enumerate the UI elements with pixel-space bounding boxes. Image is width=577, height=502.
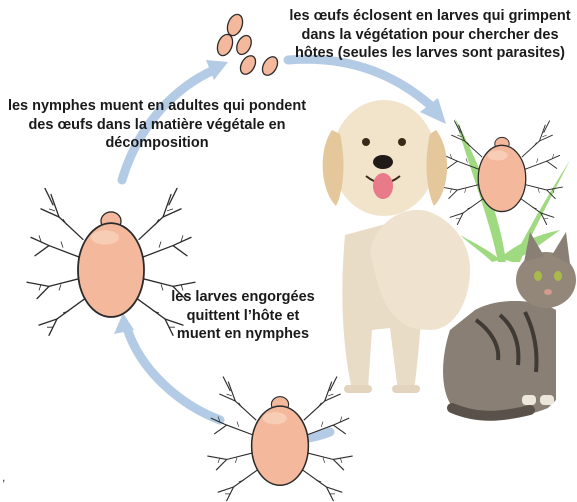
engorged-larva-icon (208, 377, 352, 501)
label-eggs-hatch: les œufs éclosent en larves qui grimpent… (286, 7, 574, 63)
label-larvae-engorged: les larves engorgées quittent l’hôte et … (168, 288, 318, 344)
label-nymphs-molt: les nymphes muent en adultes qui pondent… (4, 97, 310, 153)
egg-cluster-icon (215, 12, 281, 78)
stray-mark: , (2, 470, 5, 484)
